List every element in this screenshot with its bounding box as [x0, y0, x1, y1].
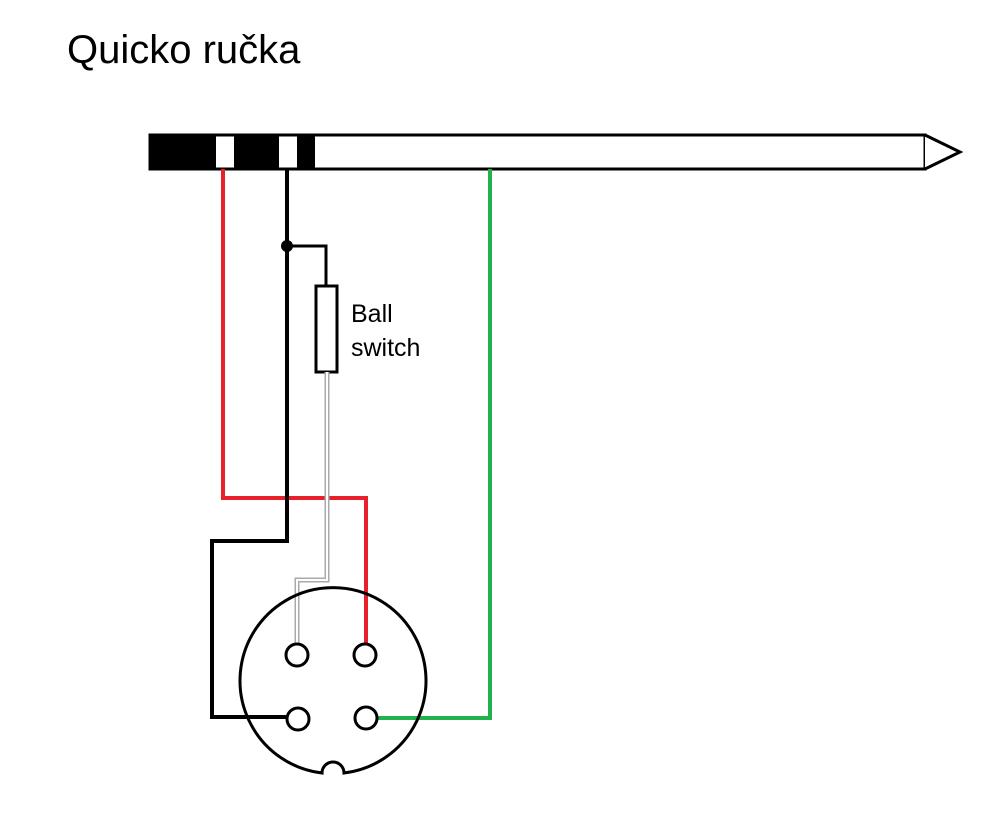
- wire-white: [294, 372, 330, 645]
- wire-green: [376, 169, 492, 720]
- pin-bottom-left: [285, 706, 311, 732]
- connector-4pin: [238, 586, 428, 775]
- wire-red: [221, 169, 368, 648]
- pin-top-right: [352, 642, 378, 668]
- switch-label-line1: Ball: [351, 300, 393, 328]
- pin-top-left: [284, 642, 310, 668]
- jack-plug: [148, 133, 964, 171]
- wire-black: [210, 169, 289, 719]
- plug-shaft: [148, 133, 927, 171]
- plug-tip: [924, 133, 964, 171]
- plug-black-segment-1: [150, 135, 216, 169]
- plug-black-segment-3: [297, 135, 315, 169]
- plug-black-segment-2: [234, 135, 279, 169]
- diagram-title: Quicko ručka: [67, 28, 301, 72]
- wire-switch-branch: [287, 244, 328, 286]
- switch-label-line2: switch: [351, 334, 420, 362]
- ball-switch: [314, 284, 339, 374]
- connector-body: [238, 586, 428, 775]
- pin-bottom-right: [353, 705, 379, 731]
